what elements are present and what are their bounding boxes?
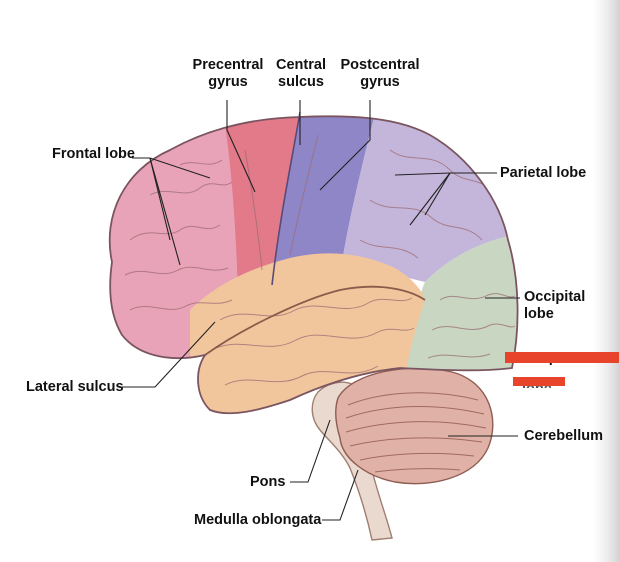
cerebellum-label: Cerebellum [524, 428, 603, 444]
central-sulcus-label-line1: Central [276, 57, 326, 73]
postcentral-gyrus-label: Postcentral gyrus [334, 57, 426, 91]
gyri-texture [124, 134, 516, 386]
red-strikeout-bar [505, 352, 619, 363]
pons-label: Pons [250, 474, 286, 490]
central-sulcus-line [271, 111, 301, 286]
precentral-gyrus-label-line2: gyrus [208, 74, 248, 90]
central-sulcus-label-line2: sulcus [278, 74, 324, 90]
red-strikeout-bar-small [513, 377, 565, 386]
parietal-lobe-label: Parietal lobe [500, 165, 587, 181]
precentral-gyrus-region [224, 116, 300, 296]
precentral-gyrus-label: Precentral gyrus [188, 57, 268, 91]
frontal-lobe-label: Frontal lobe [52, 146, 135, 162]
lateral-sulcus-line [204, 285, 426, 356]
occipital-lobe-label: Occipital lobe [524, 289, 585, 323]
precentral-gyrus-label-line1: Precentral [192, 57, 264, 73]
leader-lines [122, 100, 520, 521]
cerebellum-folia [345, 392, 487, 473]
occipital-lobe-label-line1: Occipital [524, 289, 586, 305]
postcentral-gyrus-label-line2: gyrus [360, 74, 400, 90]
occipital-lobe-label-line2: lobe [524, 306, 554, 322]
cerebrum-outline [108, 115, 519, 415]
lateral-sulcus-label: Lateral sulcus [26, 379, 124, 395]
postcentral-gyrus-label-line1: Postcentral [340, 57, 420, 73]
page-edge-shadow [593, 0, 619, 562]
central-sulcus-label: Central sulcus [268, 57, 334, 91]
postcentral-gyrus-region [272, 116, 375, 285]
cerebellum-shape [335, 367, 494, 485]
medulla-oblongata-label: Medulla oblongata [194, 512, 322, 528]
occipital-lobe-region [405, 232, 518, 380]
